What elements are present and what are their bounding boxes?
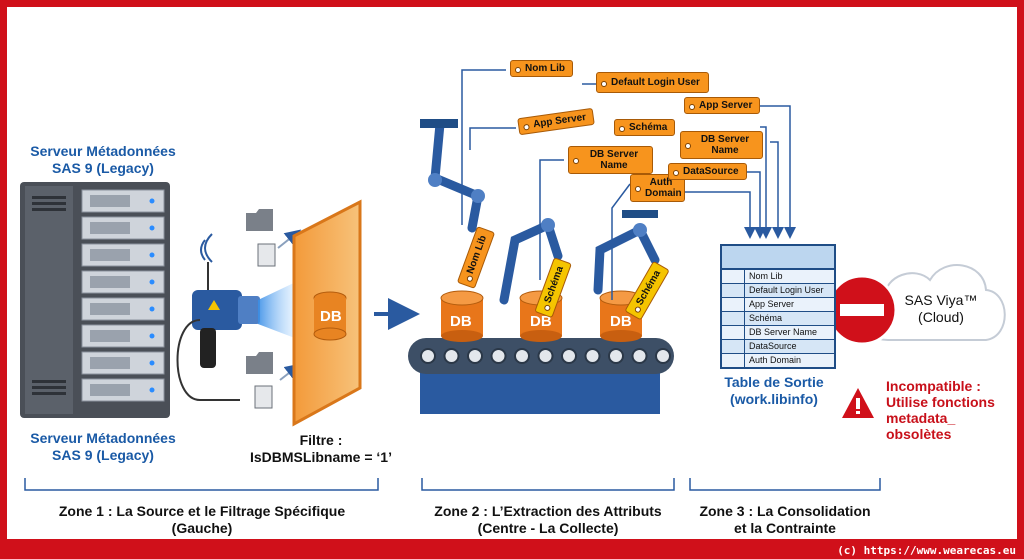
robot-joint	[471, 189, 485, 203]
output-table-row: Auth Domain	[722, 353, 834, 367]
zone1-caption: Zone 1 : La Source et le Filtrage Spécif…	[58, 503, 346, 536]
document-icon	[254, 385, 273, 409]
output-table-row: Schéma	[722, 311, 834, 325]
attr-tag-default-login-user: Default Login User	[596, 72, 709, 93]
conveyor-roller	[514, 348, 530, 364]
output-table-row: Default Login User	[722, 283, 834, 297]
attr-tag-db-server-name: DB Server Name	[568, 146, 653, 174]
folder-icon	[246, 209, 273, 231]
server-unit	[81, 297, 165, 321]
server-unit	[81, 270, 165, 294]
robot-mount	[420, 119, 458, 128]
server-unit	[81, 324, 165, 348]
robot-mount	[622, 210, 658, 218]
attr-tag-schema: Schéma	[614, 119, 676, 136]
attr-tag-app-server: App Server	[684, 97, 761, 114]
output-table-row: Nom Lib	[722, 269, 834, 283]
output-table-title: Table de Sortie(work.libinfo)	[724, 374, 824, 407]
connector-lines	[461, 69, 796, 300]
server-unit	[81, 351, 165, 375]
server-rack	[20, 182, 170, 418]
zone-brackets	[24, 478, 881, 491]
warning-text: Incompatible :Utilise fonctions metadata…	[886, 378, 995, 442]
attr-tag-db-server-name: DB Server Name	[680, 131, 763, 159]
scanner-device	[176, 233, 300, 401]
conveyor-roller	[608, 348, 624, 364]
filter-label: Filtre :IsDBMSLibname = ‘1’	[250, 432, 392, 465]
server-unit	[81, 243, 165, 267]
conveyor-db-label: DB	[530, 313, 552, 330]
conveyor-roller	[537, 348, 554, 364]
document-icon	[257, 243, 276, 267]
robot-joint	[428, 173, 442, 187]
conveyor-roller	[631, 348, 648, 364]
output-table-row: DataSource	[722, 339, 834, 353]
attr-tag-nom-lib: Nom Lib	[510, 60, 573, 77]
conveyor-roller	[467, 348, 483, 364]
conveyor-belt	[408, 338, 674, 414]
db-cylinder	[440, 290, 484, 342]
conveyor-db-label: DB	[610, 313, 632, 330]
cloud-label: SAS Viya™(Cloud)	[904, 292, 978, 325]
conveyor-roller	[584, 348, 601, 364]
conveyor-roller	[420, 348, 436, 364]
server-unit	[81, 189, 165, 213]
conveyor-db-label: DB	[450, 313, 472, 330]
stop-sign-icon	[826, 274, 898, 346]
folder-icon	[246, 352, 273, 374]
output-table-row: DB Server Name	[722, 325, 834, 339]
output-table-header	[722, 246, 834, 269]
conveyor-roller	[490, 348, 507, 364]
output-table-row: App Server	[722, 297, 834, 311]
robot-joint	[633, 223, 647, 237]
filter-db-label: DB	[320, 308, 342, 325]
filter-glass-pane	[292, 199, 362, 427]
warning-icon	[842, 388, 874, 418]
robot-arms	[430, 119, 660, 305]
zone2-caption: Zone 2 : L’Extraction des Attributs(Cent…	[434, 503, 662, 536]
footer-credit: (c) https://www.wearecas.eu	[837, 544, 1016, 557]
footer-bar	[0, 539, 1024, 559]
server-unit	[81, 216, 165, 240]
robot-joint	[541, 218, 555, 232]
server-unit	[81, 378, 165, 402]
conveyor-roller	[561, 348, 577, 364]
attr-tag-datasource: DataSource	[668, 163, 747, 180]
conveyor-roller	[655, 348, 671, 364]
conveyor-roller	[443, 348, 460, 364]
